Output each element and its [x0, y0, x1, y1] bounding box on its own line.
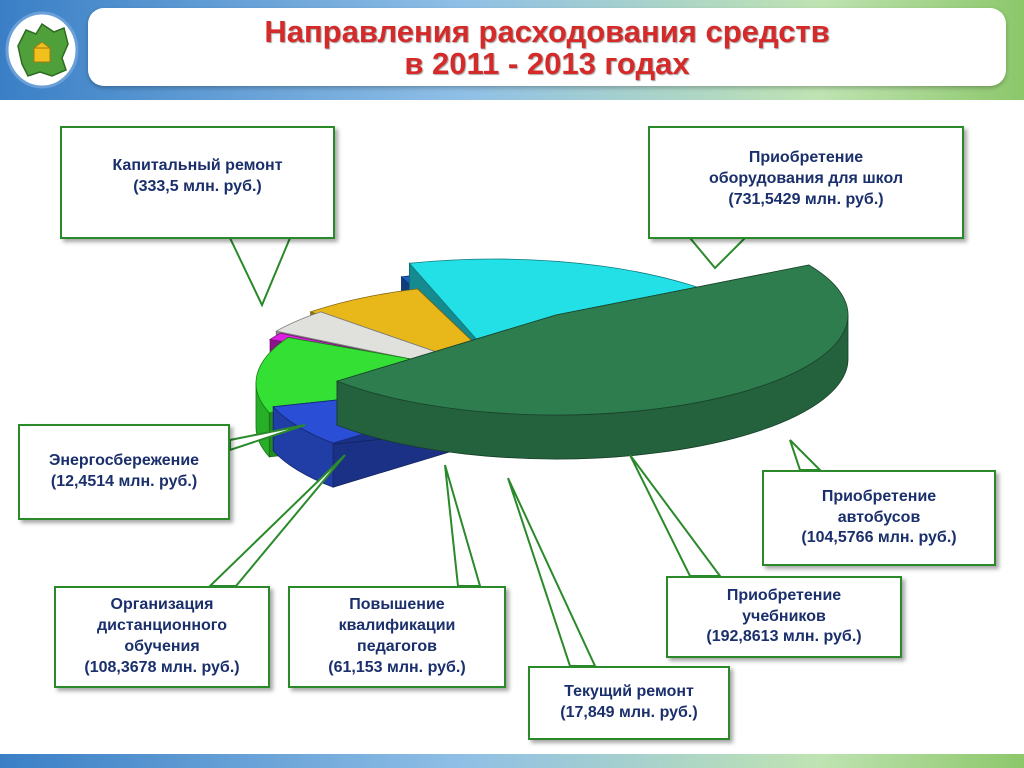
page-subtitle: в 2011 - 2013 годах: [404, 46, 690, 81]
leader-energy: [229, 424, 306, 452]
leader-capital_repair: [228, 237, 292, 308]
slice-equipment: [335, 264, 849, 460]
callout-capital-repair: Капитальный ремонт (333,5 млн. руб.): [60, 126, 335, 239]
footer-band: [0, 754, 1024, 768]
callout-equipment: Приобретение оборудования для школ (731,…: [648, 126, 964, 239]
region-map-emblem-icon: [5, 11, 79, 89]
callout-distance: Организация дистанционного обучения (108…: [54, 586, 270, 688]
callout-training: Повышение квалификации педагогов (61,153…: [288, 586, 506, 688]
callout-textbooks: Приобретение учебников (192,8613 млн. ру…: [666, 576, 902, 658]
callout-buses: Приобретение автобусов (104,5766 млн. ру…: [762, 470, 996, 566]
page-title: Направления расходования средств: [264, 14, 830, 49]
callout-current-repair: Текущий ремонт (17,849 млн. руб.): [528, 666, 730, 740]
leader-training: [444, 464, 482, 587]
leader-textbooks: [629, 454, 722, 577]
title-panel: [88, 8, 1006, 86]
slice-top: [335, 264, 849, 416]
leader-distance: [207, 454, 346, 587]
callout-energy: Энергосбережение (12,4514 млн. руб.): [18, 424, 230, 520]
leader-equipment: [687, 237, 748, 270]
leader-current_repair: [507, 477, 597, 667]
leader-buses: [789, 439, 823, 471]
